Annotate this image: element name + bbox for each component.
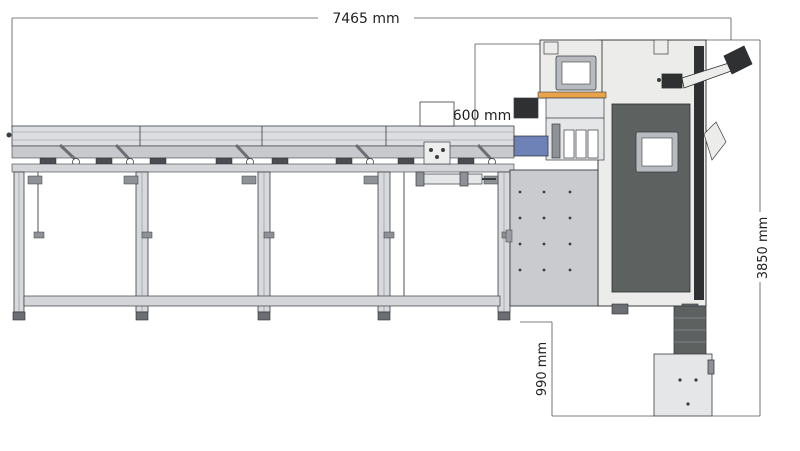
roller-brackets [39, 157, 475, 165]
roller-arms [58, 143, 494, 162]
machine-body [505, 39, 753, 315]
lower-cabinet [509, 169, 609, 307]
cutting-unit [513, 97, 605, 161]
lower-window [635, 131, 679, 173]
stop-block [419, 101, 455, 127]
side-hangers [37, 172, 405, 296]
dimension-base-height [520, 321, 654, 417]
roller-conveyor [6, 101, 515, 321]
blue-clamp [513, 135, 549, 157]
leg-inner-lines [18, 172, 505, 312]
conveyor-legs [13, 171, 511, 313]
dimension-total-height [700, 39, 761, 417]
table-height-label: 600 mm [453, 108, 511, 124]
chip-bin [653, 353, 713, 417]
upper-window [555, 55, 597, 91]
total-height-label: 3850 mm [756, 217, 771, 280]
table-control-box [423, 141, 451, 165]
dimension-total-length [11, 17, 732, 128]
dimension-table-height [474, 43, 540, 128]
side-chute [703, 121, 727, 161]
control-pendant [661, 45, 753, 89]
pneumatic-cylinder [415, 171, 496, 187]
base-height-label: 990 mm [535, 342, 550, 396]
leg-feet [12, 311, 511, 321]
total-length-label: 7465 mm [332, 11, 399, 27]
chip-conveyor [653, 305, 715, 417]
